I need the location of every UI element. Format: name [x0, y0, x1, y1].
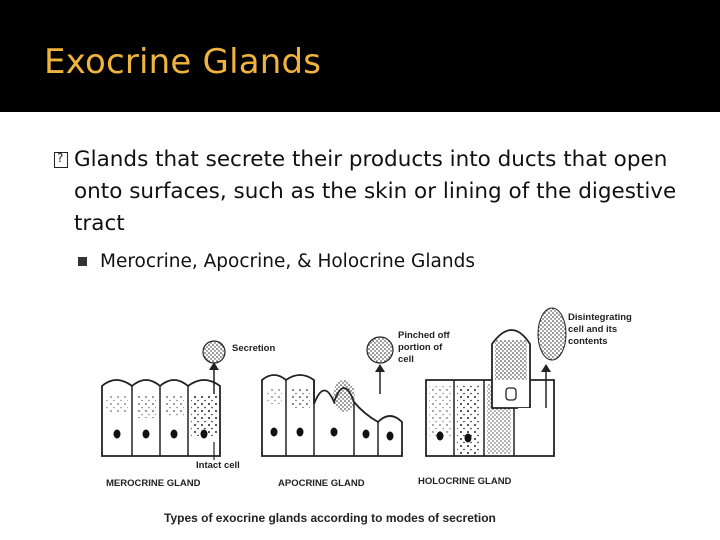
disintegrating-label-2: cell and its [568, 324, 617, 335]
nucleus [330, 427, 338, 437]
apocrine-gland-label: APOCRINE GLAND [278, 478, 365, 489]
sub-bullet-item: Merocrine, Apocrine, & Holocrine Glands [52, 248, 692, 276]
pinched-portion [366, 336, 394, 364]
title-bar: Exocrine Glands [0, 0, 720, 112]
nucleus [436, 431, 444, 441]
secretion-droplet [202, 340, 226, 364]
merocrine-gland-illustration: Secretion Intact cell [101, 340, 275, 471]
holocrine-gland-illustration: Disintegrating cell and its contents [425, 307, 632, 457]
missing-glyph-box-icon [54, 149, 68, 168]
nucleus [113, 429, 121, 439]
exocrine-gland-diagram: Secretion Intact cell Pinched off portio… [101, 307, 632, 525]
nucleus [464, 433, 472, 443]
pinched-label-1: Pinched off [398, 330, 451, 341]
disintegrating-cell [537, 307, 567, 361]
intact-cell-label: Intact cell [196, 460, 240, 471]
secretion-label: Secretion [232, 343, 275, 354]
apocrine-cells-outline [261, 374, 403, 457]
nucleus [386, 431, 394, 441]
nucleus [362, 429, 370, 439]
pinched-label-3: cell [398, 354, 414, 365]
bullet-list: Glands that secrete their products into … [52, 144, 692, 276]
nucleus [296, 427, 304, 437]
merocrine-gland-label: MEROCRINE GLAND [106, 478, 201, 489]
nucleus [170, 429, 178, 439]
square-bullet-icon [78, 257, 87, 266]
holocrine-gland-label: HOLOCRINE GLAND [418, 476, 512, 487]
sub-bullet-text: Merocrine, Apocrine, & Holocrine Glands [100, 251, 475, 272]
disintegrating-label-1: Disintegrating [568, 312, 632, 323]
nucleus [270, 427, 278, 437]
nucleus [200, 429, 208, 439]
slide-title: Exocrine Glands [44, 42, 322, 82]
figure-caption: Types of exocrine glands according to mo… [164, 511, 496, 525]
bullet-item: Glands that secrete their products into … [52, 144, 692, 240]
apocrine-gland-illustration: Pinched off portion of cell [261, 330, 451, 457]
disintegrating-label-3: contents [568, 336, 608, 347]
bullet-text: Glands that secrete their products into … [74, 147, 677, 236]
pinched-label-2: portion of [398, 342, 443, 353]
nucleus [142, 429, 150, 439]
